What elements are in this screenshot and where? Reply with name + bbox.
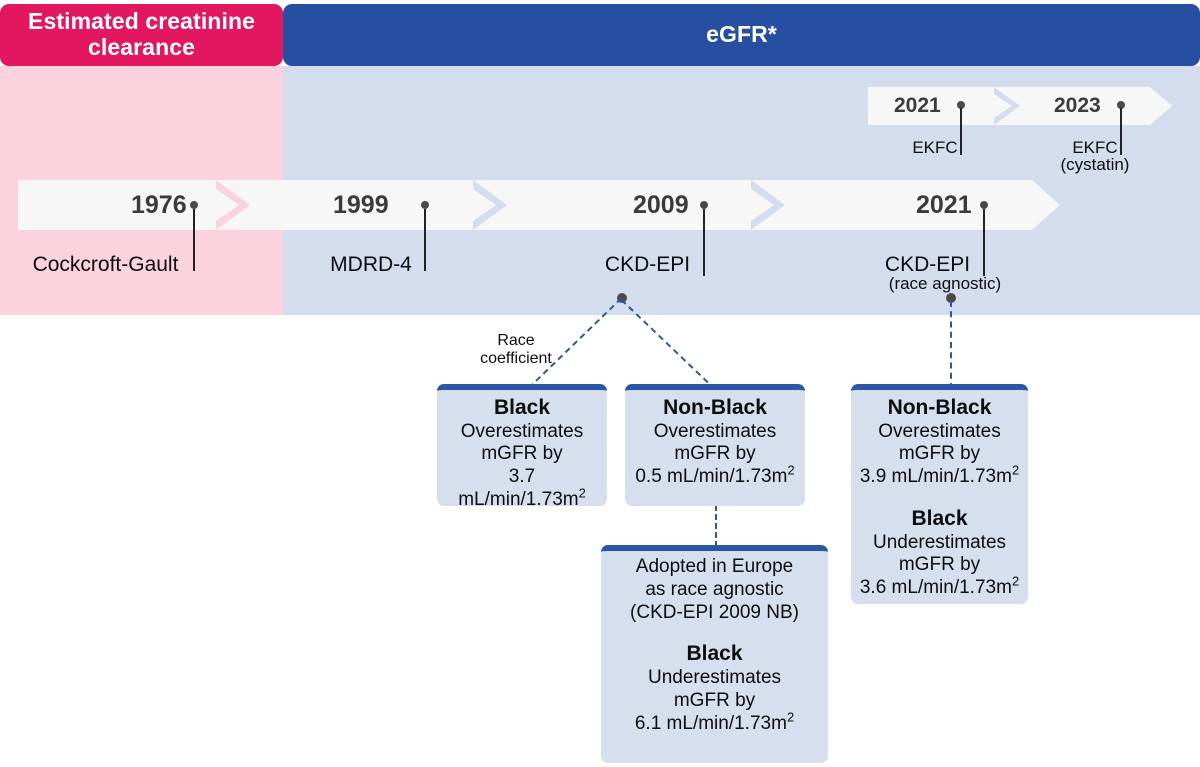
- timeline-dot-2009: [700, 201, 708, 209]
- timeline-leader-line-2021-ckd-epi: [983, 209, 985, 276]
- box-nonblack-2009-title: Non-Black: [663, 396, 767, 419]
- branch-node-2021: [946, 293, 956, 303]
- box-europe-line5: mGFR by: [673, 689, 756, 711]
- box-2021-line5: mGFR by: [898, 554, 981, 576]
- timeline-year-2009: 2009: [633, 191, 689, 219]
- timeline-year-2021-ckd-epi: 2021: [916, 191, 972, 219]
- race-coefficient-line2: coefficient: [480, 349, 552, 367]
- box-nonblack-2009-line1: Overestimates: [653, 420, 777, 442]
- timeline-leader-line-2009: [703, 209, 705, 276]
- box-adopted-in-europe: Adopted in Europe as race agnostic (CKD-…: [601, 545, 828, 763]
- box-2021-value2: 3.6 mL/min/1.73m2: [859, 573, 1020, 599]
- timeline-sublabel-race-agnostic: (race agnostic): [888, 274, 1002, 293]
- box-2021-line4: Underestimates: [872, 531, 1007, 553]
- box-2021-line2: mGFR by: [898, 443, 981, 465]
- box-europe-line2: as race agnostic: [645, 578, 784, 600]
- timeline-dot-2021-ekfc: [957, 101, 965, 109]
- box-europe-line3: (CKD-EPI 2009 NB): [630, 601, 799, 623]
- box-europe-spacer: [607, 624, 822, 641]
- timeline-leader-line-2021-ekfc: [960, 108, 962, 155]
- box-black-2009-value: 3.7 mL/min/1.73m2: [458, 466, 586, 510]
- box-black-2009-line2: mGFR by: [481, 443, 563, 465]
- timeline-dot-2023-ekfc-cystatin: [1117, 101, 1125, 109]
- box-nonblack-2009-value: 0.5 mL/min/1.73m2: [635, 462, 795, 488]
- box-ckd-epi-2021: Non-Black Overestimates mGFR by 3.9 mL/m…: [851, 384, 1028, 604]
- chevron-divider-icon: [473, 180, 507, 230]
- box-nonblack-2009-line2: mGFR by: [674, 443, 756, 465]
- timeline-dot-1976: [190, 201, 198, 209]
- box-europe-title2: Black: [686, 642, 743, 666]
- timeline-leader-line-2023-ekfc-cystatin: [1120, 108, 1122, 155]
- branch-node-2009: [617, 293, 627, 303]
- branch-line-nonblack-to-europe: [715, 505, 717, 547]
- race-coefficient-line1: Race: [497, 332, 535, 349]
- box-2021-title2: Black: [911, 507, 968, 530]
- timeline-label-ckd-epi-2021: CKD-EPI: [884, 253, 971, 276]
- header-egfr: eGFR*: [283, 4, 1200, 66]
- timeline-dot-1999: [421, 201, 429, 209]
- timeline-year-2021-ekfc: 2021: [894, 94, 941, 117]
- box-black-2009: Black Overestimates mGFR by 3.7 mL/min/1…: [437, 384, 607, 510]
- box-europe-line1: Adopted in Europe: [635, 556, 794, 577]
- box-2021-spacer: [857, 489, 1022, 506]
- timeline-leader-line-1976: [193, 209, 195, 271]
- chevron-divider-icon: [751, 180, 785, 230]
- box-2021-line1: Overestimates: [878, 420, 1001, 442]
- branch-label-race-coefficient: Race coefficient: [468, 332, 564, 368]
- box-europe-value: 6.1 mL/min/1.73m2: [634, 709, 795, 734]
- timeline-label-mdrd-4: MDRD-4: [330, 253, 412, 276]
- branch-line-2021-nonblack: [950, 301, 952, 389]
- timeline-year-1999: 1999: [333, 191, 389, 219]
- timeline-leader-line-1999: [424, 209, 426, 271]
- timeline-label-ekfc: EKFC: [912, 138, 958, 157]
- timeline-label-cockcroft-gault: Cockcroft-Gault: [32, 253, 179, 276]
- chevron-divider-icon: [994, 87, 1020, 125]
- box-2021-title: Non-Black: [887, 396, 992, 419]
- header-estimated-creatinine-clearance: Estimated creatinine clearance: [0, 4, 283, 66]
- box-black-2009-title: Black: [493, 396, 551, 419]
- timeline-label-ckd-epi-2009: CKD-EPI: [604, 253, 691, 276]
- timeline-year-2023-ekfc-cystatin: 2023: [1054, 94, 1101, 117]
- timeline-sublabel-cystatin: (cystatin): [1060, 155, 1130, 174]
- timeline-label-ekfc-cystatin: EKFC: [1072, 138, 1118, 157]
- box-2021-value1: 3.9 mL/min/1.73m2: [859, 462, 1020, 488]
- chevron-divider-icon: [216, 180, 250, 230]
- timeline-year-1976: 1976: [131, 191, 187, 219]
- box-europe-line4: Underestimates: [647, 667, 782, 688]
- box-nonblack-2009: Non-Black Overestimates mGFR by 0.5 mL/m…: [625, 384, 805, 506]
- timeline-dot-2021-ckd-epi: [980, 201, 988, 209]
- box-black-2009-line1: Overestimates: [460, 420, 584, 442]
